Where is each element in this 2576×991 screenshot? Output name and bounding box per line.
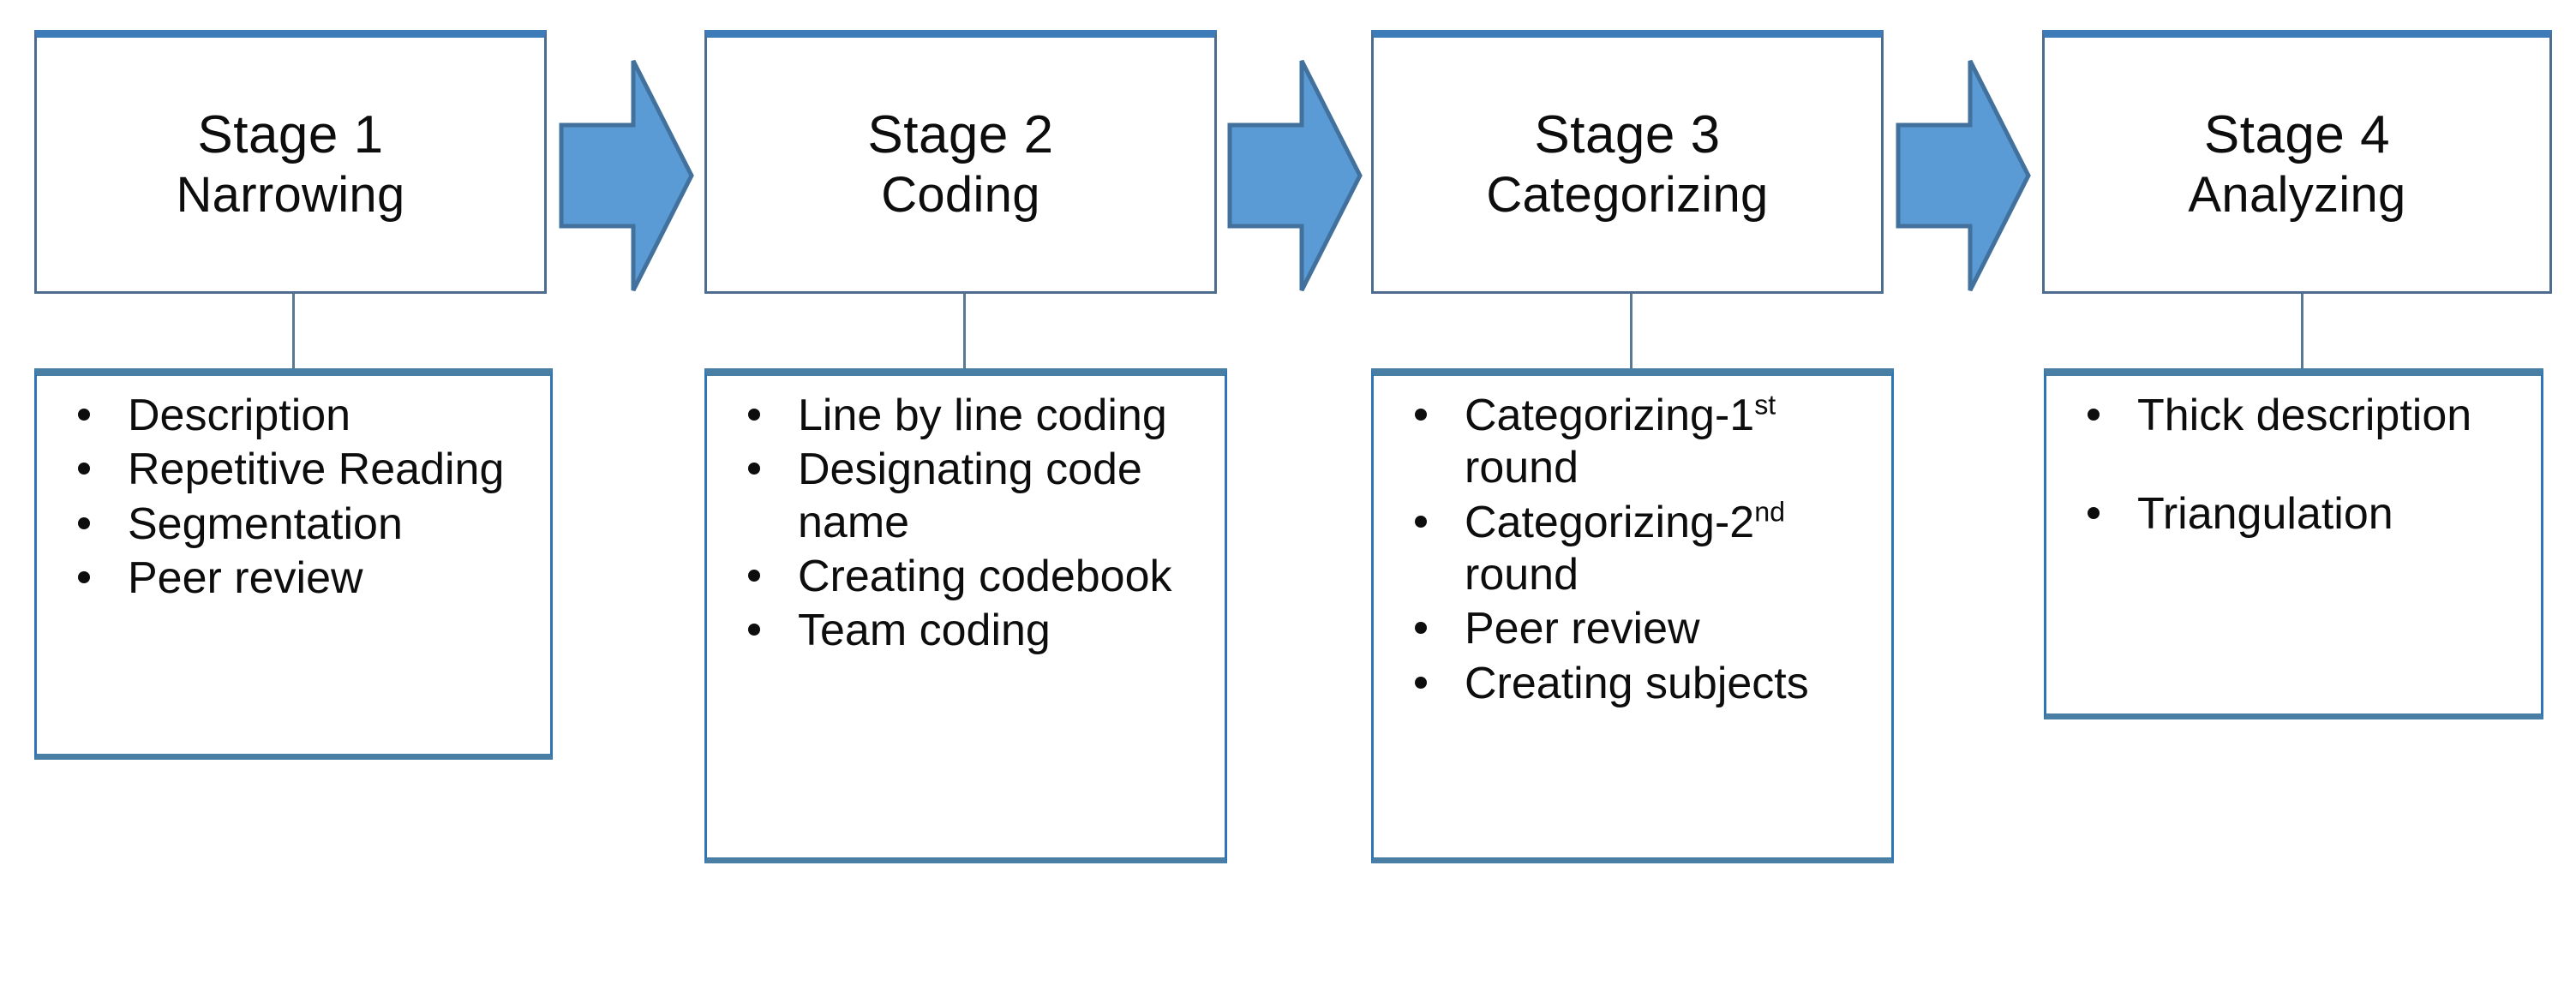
stage-header-box-3[interactable]: Stage 3 Categorizing bbox=[1371, 30, 1884, 294]
bullet-dot-icon bbox=[2088, 507, 2100, 520]
bullet-dot-icon bbox=[748, 409, 760, 421]
bullet-dot-icon bbox=[1415, 622, 1427, 635]
arrow-stage2-to-stage3 bbox=[1227, 58, 1363, 293]
list-item[interactable]: Triangulation bbox=[2055, 488, 2532, 540]
bullet-dot-icon bbox=[748, 463, 760, 475]
list-item[interactable]: Categorizing-1st round bbox=[1382, 390, 1883, 495]
stage-bullet-box-4[interactable]: Thick description Triangulation bbox=[2044, 368, 2543, 719]
bullet-dot-icon bbox=[78, 571, 90, 584]
bullet-list-3: Categorizing-1st round Categorizing-2nd … bbox=[1382, 390, 1883, 710]
bullet-dot-icon bbox=[748, 570, 760, 582]
bullet-text: Segmentation bbox=[128, 498, 403, 549]
arrow-stage3-to-stage4 bbox=[1896, 58, 2031, 293]
bullet-dot-icon bbox=[78, 409, 90, 421]
bullet-text: Creating codebook bbox=[798, 552, 1172, 602]
bullet-dot-icon bbox=[78, 516, 90, 529]
list-item[interactable]: Categorizing-2nd round bbox=[1382, 497, 1883, 602]
stage-subtitle-2: Coding bbox=[881, 166, 1040, 223]
bullet-dot-icon bbox=[2088, 409, 2100, 421]
bullet-text: Designating code name bbox=[798, 445, 1142, 547]
bullet-text: Team coding bbox=[798, 606, 1051, 656]
bullet-list-1: Description Repetitive Reading Segmentat… bbox=[45, 390, 542, 605]
list-item[interactable]: Repetitive Reading bbox=[45, 444, 542, 496]
connector-line-1 bbox=[292, 294, 295, 368]
stage-header-box-4[interactable]: Stage 4 Analyzing bbox=[2042, 30, 2552, 294]
list-spacer bbox=[2055, 444, 2532, 488]
list-item[interactable]: Peer review bbox=[1382, 603, 1883, 655]
stage-bullet-box-3[interactable]: Categorizing-1st round Categorizing-2nd … bbox=[1371, 368, 1894, 863]
list-item[interactable]: Creating subjects bbox=[1382, 658, 1883, 710]
stage-title-2: Stage 2 bbox=[867, 105, 1054, 165]
arrow-stage1-to-stage2 bbox=[559, 58, 694, 293]
bullet-text-superscript: nd bbox=[1754, 496, 1786, 528]
stage-subtitle-4: Analyzing bbox=[2188, 166, 2406, 223]
bullet-dot-icon bbox=[748, 624, 760, 636]
bullet-text-tail: round bbox=[1465, 550, 1579, 600]
list-item[interactable]: Line by line coding bbox=[716, 390, 1216, 442]
stage-title-3: Stage 3 bbox=[1534, 105, 1721, 165]
connector-line-2 bbox=[963, 294, 966, 368]
bullet-text: Peer review bbox=[1465, 604, 1700, 654]
stage-title-1: Stage 1 bbox=[197, 105, 384, 165]
stage-title-4: Stage 4 bbox=[2203, 105, 2391, 165]
bullet-dot-icon bbox=[1415, 515, 1427, 528]
bullet-list-2: Line by line coding Designating code nam… bbox=[716, 390, 1216, 658]
stage-bullet-box-1[interactable]: Description Repetitive Reading Segmentat… bbox=[34, 368, 553, 760]
bullet-text: Categorizing-1 bbox=[1465, 391, 1755, 440]
stage-header-box-2[interactable]: Stage 2 Coding bbox=[704, 30, 1217, 294]
connector-line-3 bbox=[1630, 294, 1632, 368]
bullet-text-tail: round bbox=[1465, 443, 1579, 493]
stage-subtitle-3: Categorizing bbox=[1486, 166, 1769, 223]
list-item[interactable]: Team coding bbox=[716, 605, 1216, 657]
list-item[interactable]: Designating code name bbox=[716, 444, 1216, 549]
bullet-dot-icon bbox=[1415, 676, 1427, 689]
bullet-text: Repetitive Reading bbox=[128, 445, 505, 495]
list-item[interactable]: Description bbox=[45, 390, 542, 442]
bullet-text: Categorizing-2 bbox=[1465, 497, 1755, 547]
bullet-text: Line by line coding bbox=[798, 391, 1167, 440]
bullet-dot-icon bbox=[1415, 409, 1427, 421]
list-item[interactable]: Peer review bbox=[45, 552, 542, 605]
bullet-text: Triangulation bbox=[2137, 489, 2393, 540]
list-item[interactable]: Creating codebook bbox=[716, 551, 1216, 603]
stage-header-box-1[interactable]: Stage 1 Narrowing bbox=[34, 30, 547, 294]
bullet-text: Description bbox=[128, 391, 351, 440]
stage-subtitle-1: Narrowing bbox=[176, 166, 405, 223]
connector-line-4 bbox=[2301, 294, 2303, 368]
bullet-text: Creating subjects bbox=[1465, 658, 1809, 708]
bullet-list-4: Thick description Triangulation bbox=[2055, 390, 2532, 541]
bullet-text: Thick description bbox=[2137, 391, 2472, 440]
bullet-dot-icon bbox=[78, 463, 90, 475]
list-item[interactable]: Segmentation bbox=[45, 498, 542, 551]
bullet-text-superscript: st bbox=[1754, 389, 1776, 421]
stage-bullet-box-2[interactable]: Line by line coding Designating code nam… bbox=[704, 368, 1227, 863]
list-item[interactable]: Thick description bbox=[2055, 390, 2532, 442]
bullet-text: Peer review bbox=[128, 553, 363, 604]
